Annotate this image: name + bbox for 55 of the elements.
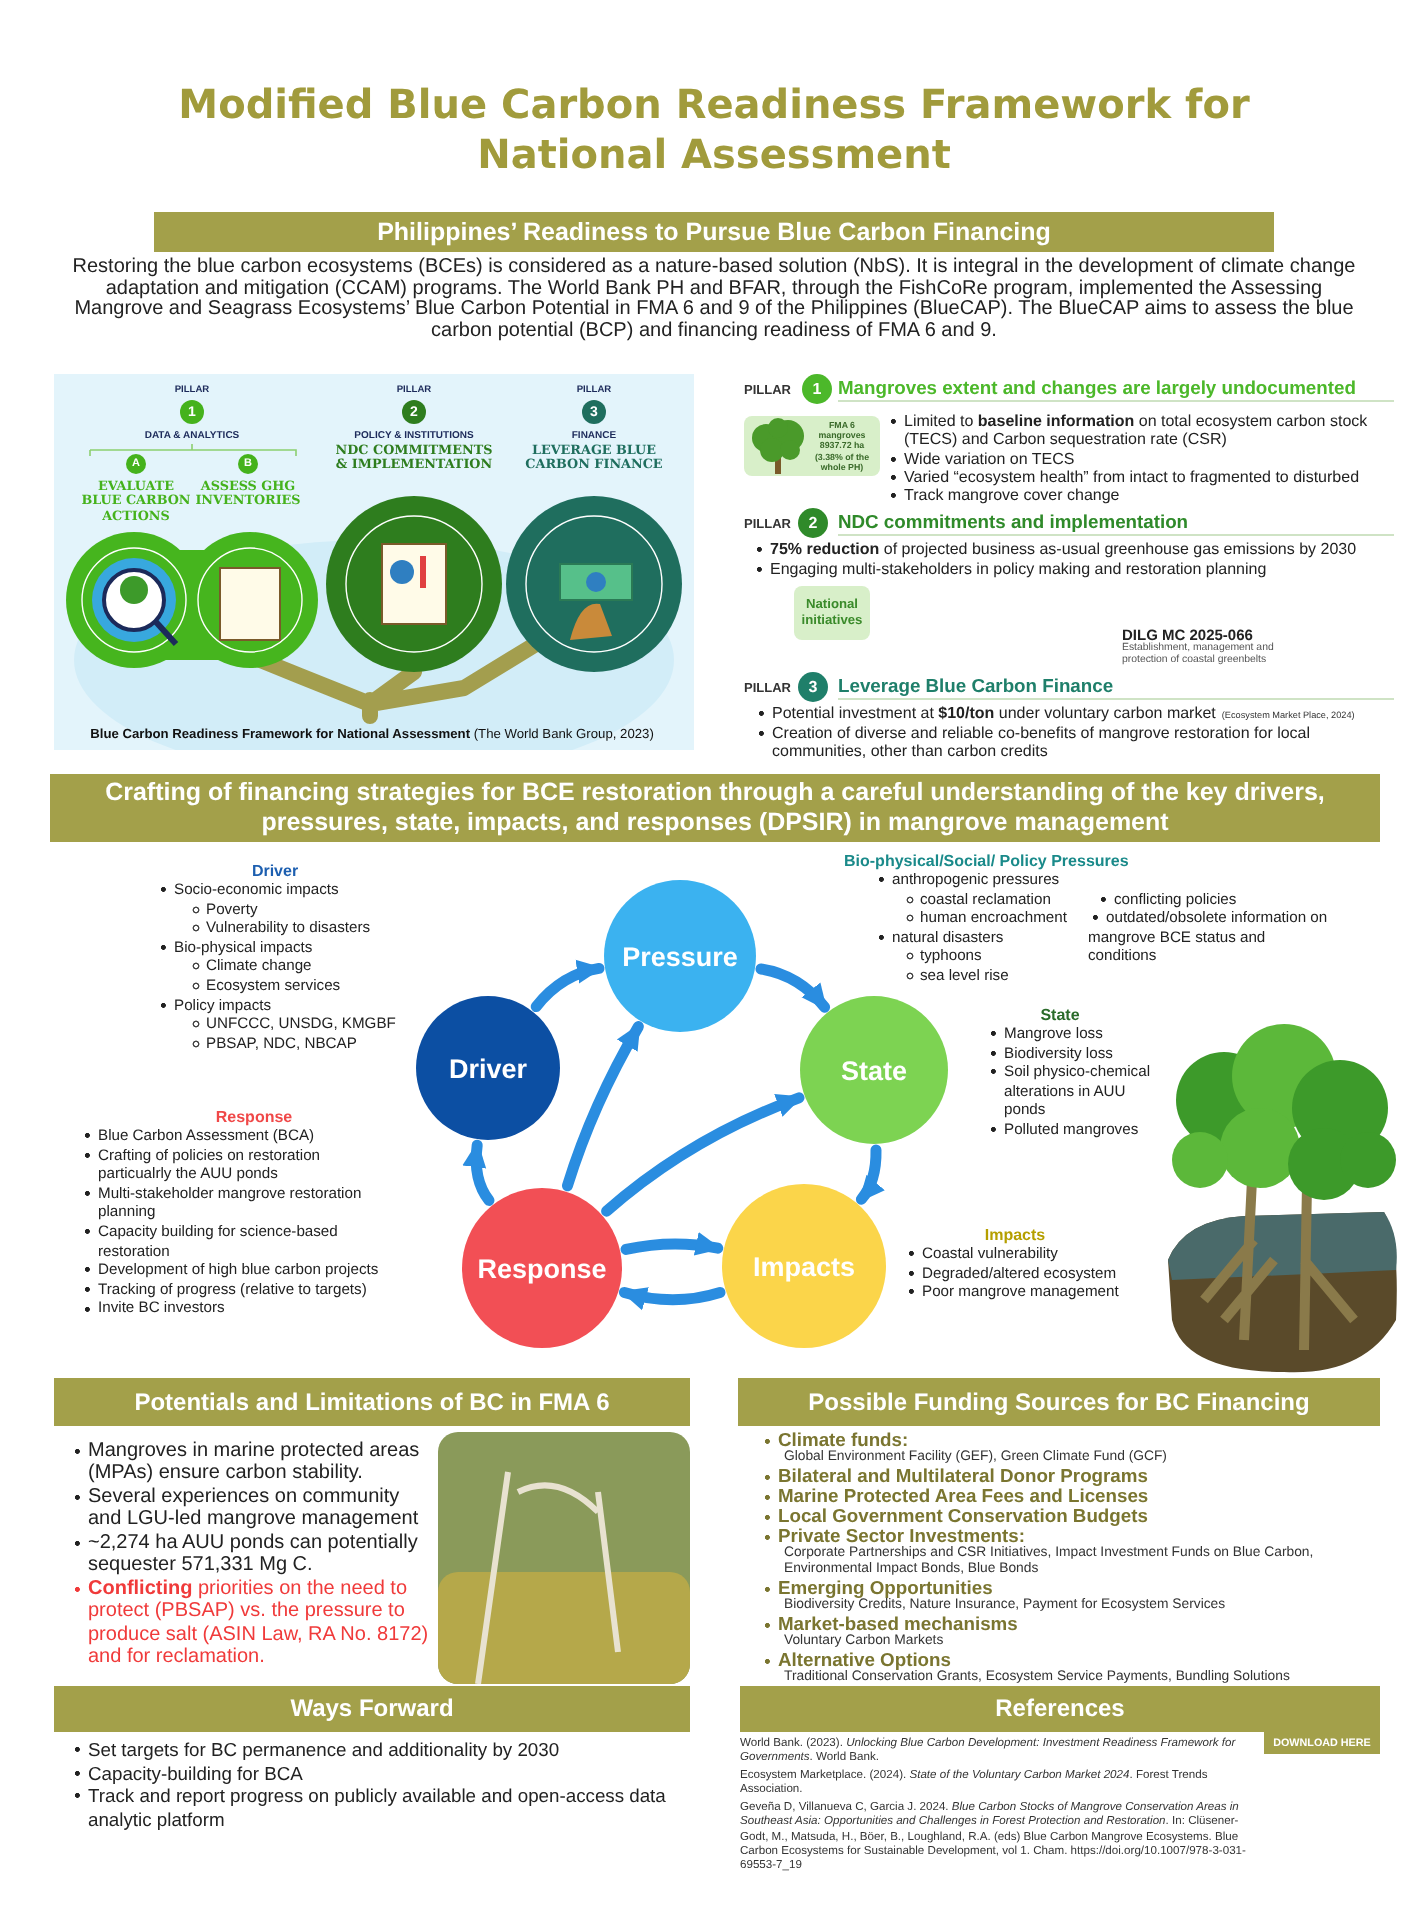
number-circle	[798, 672, 828, 702]
list-heading: Bio-physical/Social/ Policy Pressures	[844, 852, 1131, 870]
bullet-item: Potential investment at $10/ton under voluntary carbon market	[754, 704, 1216, 722]
cycle-arrow	[620, 1232, 724, 1256]
poster-title: Modified Blue Carbon Readiness Framework for National Assessment	[176, 80, 1252, 180]
number-circle	[582, 400, 606, 424]
section-heading: Ways Forward	[290, 1694, 454, 1724]
section-heading: Potentials and Limitations of BC in FMA 6	[134, 1387, 610, 1417]
dpsir-circle	[462, 1188, 622, 1348]
pillar-heading: NDC commitments and implementation	[838, 510, 1394, 536]
cycle-arrow	[561, 1021, 644, 1192]
circle-label: State	[840, 1055, 907, 1085]
dpsir-circle	[416, 996, 560, 1140]
section-banner	[50, 774, 1380, 842]
list-heading: State	[1038, 1006, 1082, 1024]
circle-label: Driver	[448, 1053, 528, 1083]
number-circle	[402, 400, 426, 424]
circle-label: Pressure	[622, 941, 738, 971]
cycle-arrow	[601, 1092, 805, 1217]
circle-number: 1	[812, 380, 822, 398]
cycle-arrow	[462, 1139, 495, 1206]
section-heading: Crafting of financing strategies for BCE restoration through a careful understanding of the key drivers, pressures, state, impacts, and responses (DPSIR) in mangrove management	[103, 778, 1327, 838]
section-banner	[738, 1378, 1380, 1426]
pillar-heading: Mangroves extent and changes are largely undocumented	[838, 376, 1394, 402]
dpsir-circle	[722, 1184, 886, 1348]
circle-label: Response	[477, 1253, 607, 1283]
dpsir-circle	[800, 996, 948, 1144]
circle-number: 2	[808, 514, 818, 532]
number-circle	[238, 454, 258, 474]
info-box	[794, 586, 870, 640]
circle-label: Impacts	[752, 1251, 856, 1281]
section-banner	[54, 1378, 690, 1426]
section-heading: Philippines’ Readiness to Pursue Blue Carbon Financing	[377, 217, 1051, 247]
cycle-arrow	[530, 960, 605, 1013]
bullet-item: Conflicting priorities on the need to protect (PBSAP) vs. the pressure to produce salt (ASIN Law, RA No. 8172) and for reclamation.	[70, 1578, 430, 1669]
list-heading: Impacts	[982, 1226, 1048, 1244]
number-circle	[180, 400, 204, 424]
dpsir-circle	[604, 880, 756, 1032]
list-heading: Driver	[249, 862, 301, 880]
list-heading: Response	[213, 1108, 295, 1126]
section-banner	[54, 1686, 690, 1732]
intro-paragraph: Restoring the blue carbon ecosystems (BCEs) is considered as a nature-based solution (NbS). It is integral in the development of climate change adaptation and mitigation (CCAM) programs. The World Bank PH and BFAR, through the FishCoRe program, implemented the Assessing Mangrove and Seagrass Ecosystems’ Blue Carbon Potential in FMA 6 and 9 of the Philippines (BlueCAP). The BlueCAP aims to assess the blue carbon potential (BCP) and financing readiness of FMA 6 and 9.	[70, 258, 1358, 344]
number-circle	[798, 508, 828, 538]
circle-number: 3	[808, 678, 818, 696]
pillar-heading: Leverage Blue Carbon Finance	[838, 674, 1394, 700]
cycle-arrow	[618, 1286, 726, 1310]
cycle-arrow	[755, 963, 831, 1013]
number-circle	[126, 454, 146, 474]
section-banner	[740, 1686, 1380, 1732]
section-banner	[154, 212, 1274, 252]
number-circle	[802, 374, 832, 404]
section-heading: References	[995, 1694, 1125, 1724]
cycle-arrow	[855, 1144, 885, 1205]
download-banner	[1264, 1732, 1380, 1754]
section-heading: Possible Funding Sources for BC Financing	[808, 1387, 1310, 1417]
